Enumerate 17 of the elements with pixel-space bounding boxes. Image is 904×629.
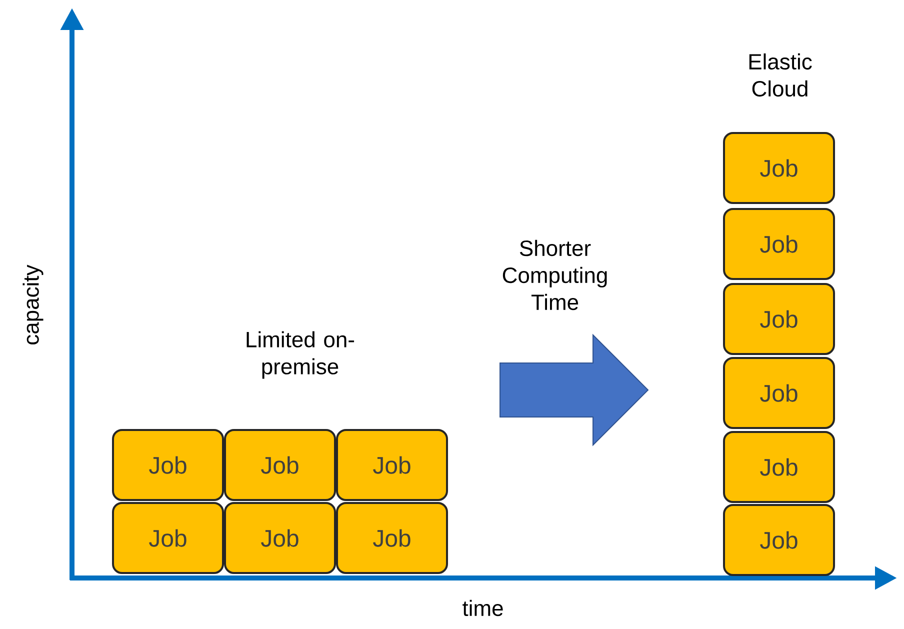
axis-label: time xyxy=(462,600,503,616)
job-box: Job xyxy=(723,283,835,355)
caption-text: Shorter Computing Time xyxy=(502,240,607,310)
axis-label: capacity xyxy=(22,264,44,344)
job-box: Job xyxy=(723,208,835,280)
job-box: Job xyxy=(224,502,336,574)
job-box: Job xyxy=(723,504,835,576)
job-box: Job xyxy=(336,502,448,574)
caption-text: Limited on-premise xyxy=(246,331,354,379)
job-box: Job xyxy=(723,357,835,429)
job-box: Job xyxy=(224,429,336,501)
job-box: Job xyxy=(723,431,835,503)
caption-text: Elastic Cloud xyxy=(749,53,812,97)
job-box: Job xyxy=(112,502,224,574)
job-box: Job xyxy=(112,429,224,501)
job-box: Job xyxy=(336,429,448,501)
job-box: Job xyxy=(723,132,835,204)
